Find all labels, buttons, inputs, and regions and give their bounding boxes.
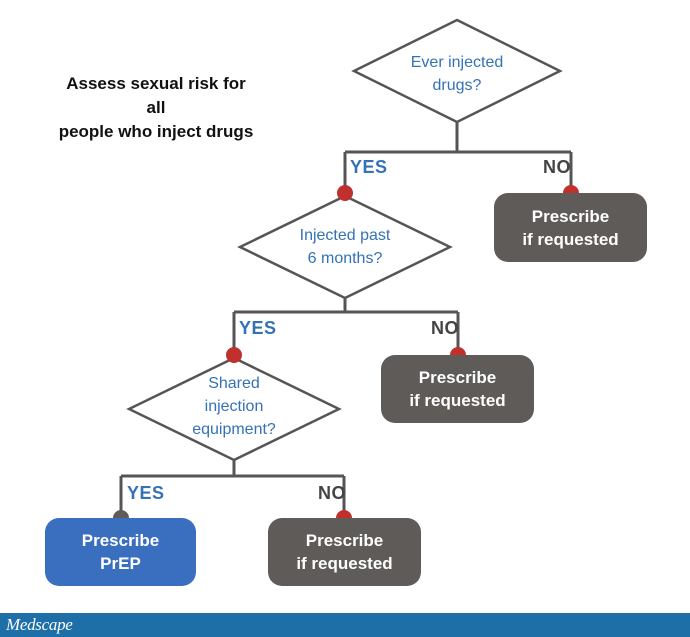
question-line: 6 months? (307, 250, 383, 267)
no-label: NO (318, 483, 346, 503)
yes-dot (337, 185, 353, 201)
outcome-prescribe-prep: Prescribe PrEP (45, 518, 196, 586)
question-shared-equipment: Shared injection equipment? (164, 372, 304, 441)
outcome-prescribe-if-requested: Prescribe if requested (268, 518, 421, 586)
yes-label: YES (239, 318, 277, 338)
question-line: Ever injected (410, 54, 504, 71)
question-line: drugs? (432, 77, 482, 94)
question-line: equipment? (192, 421, 276, 438)
decision-diamond-shared-equipment (126, 356, 342, 462)
outcome-line: PrEP (100, 554, 141, 573)
yes-label: YES (127, 483, 165, 503)
outcome-line: Prescribe (305, 531, 384, 550)
side-note: Assess sexual risk for all people who in… (56, 72, 256, 144)
outcome-line: Prescribe (81, 531, 160, 550)
question-line: Shared (208, 375, 260, 392)
question-line: injection (204, 398, 264, 415)
outcome-line: if requested (409, 391, 506, 410)
outcome-line: Prescribe (531, 206, 610, 226)
decision-diamond-past-6-months (237, 194, 453, 300)
question-ever-injected: Ever injected drugs? (387, 51, 527, 97)
outcome-prescribe-if-requested: Prescribe if requested (494, 193, 647, 262)
outcome-line: if requested (296, 554, 393, 573)
no-label: NO (431, 318, 459, 338)
no-label: NO (543, 157, 571, 177)
medscape-logo: Medscape (6, 615, 73, 634)
yes-label: YES (350, 157, 388, 177)
outcome-prescribe-if-requested: Prescribe if requested (381, 355, 534, 423)
outcome-line: if requested (522, 229, 619, 249)
question-injected-past-6-months: Injected past 6 months? (272, 224, 418, 270)
question-line: Injected past (299, 227, 391, 244)
yes-dot (226, 347, 242, 363)
side-note-line: Assess sexual risk for all (66, 74, 246, 117)
side-note-line: people who inject drugs (58, 122, 254, 141)
decision-diamond-ever-injected (351, 18, 563, 124)
footer-bar: Medscape (0, 613, 690, 637)
outcome-line: Prescribe (418, 368, 497, 387)
